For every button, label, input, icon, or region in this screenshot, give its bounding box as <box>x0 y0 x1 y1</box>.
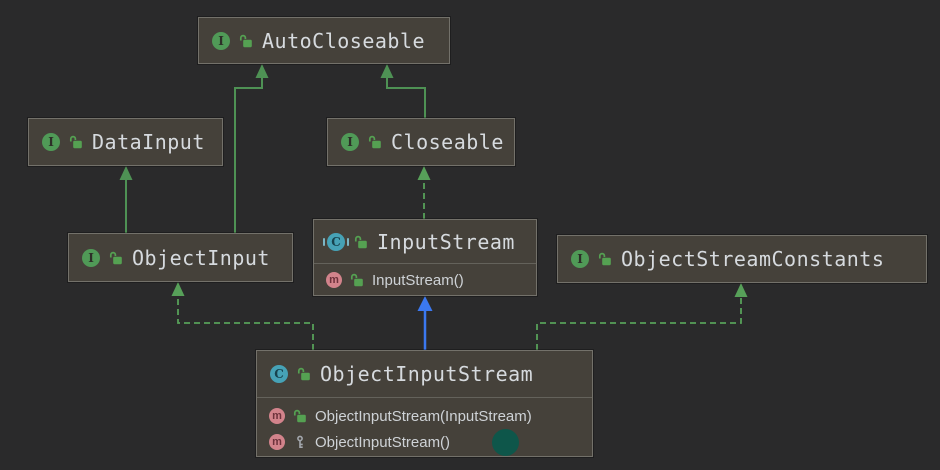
member-label: ObjectInputStream() <box>315 433 451 451</box>
node-title: ObjectInputStream <box>320 362 534 386</box>
class-node-objectstreamconstants[interactable]: I ObjectStreamConstants <box>557 235 927 283</box>
method-icon: m <box>269 408 285 424</box>
node-title: ObjectInput <box>132 245 270 270</box>
node-header: I ObjectInput <box>69 234 292 281</box>
node-header: I Closeable <box>328 119 514 165</box>
edge-objectinput-datainput <box>119 166 133 233</box>
public-visibility-icon <box>354 235 368 249</box>
click-indicator-dot <box>492 429 519 456</box>
edge-objectinputstream-inputstream <box>417 296 433 350</box>
node-header: I DataInput <box>29 119 222 165</box>
node-header: I AutoCloseable <box>199 18 449 63</box>
public-visibility-icon <box>109 251 123 265</box>
edge-closeable-autocloseable <box>380 64 426 118</box>
class-node-datainput[interactable]: I DataInput <box>28 118 223 166</box>
public-visibility-icon <box>297 367 311 381</box>
interface-icon: I <box>341 133 359 151</box>
public-visibility-icon <box>293 409 307 423</box>
public-visibility-icon <box>368 135 382 149</box>
edge-objectinputstream-objectinput <box>171 282 314 350</box>
method-icon: m <box>269 434 285 450</box>
public-visibility-icon <box>69 135 83 149</box>
class-node-objectinputstream[interactable]: C ObjectInputStream m ObjectInputStream(… <box>256 350 593 457</box>
member-row-constructor[interactable]: m InputStream() <box>326 264 536 296</box>
node-title: DataInput <box>92 130 205 154</box>
interface-icon: I <box>42 133 60 151</box>
public-visibility-icon <box>239 34 253 48</box>
node-title: InputStream <box>377 229 515 254</box>
members-section: m InputStream() <box>314 263 536 296</box>
node-header: I ObjectStreamConstants <box>558 236 926 282</box>
public-visibility-icon <box>350 273 364 287</box>
edge-objectinputstream-objectstreamconstants <box>536 283 748 350</box>
members-section: m ObjectInputStream(InputStream) m Objec… <box>257 397 592 459</box>
class-node-autocloseable[interactable]: I AutoCloseable <box>198 17 450 64</box>
class-node-objectinput[interactable]: I ObjectInput <box>68 233 293 282</box>
member-label: ObjectInputStream(InputStream) <box>315 407 532 425</box>
node-title: ObjectStreamConstants <box>621 247 885 271</box>
node-header: C ObjectInputStream <box>257 351 592 397</box>
protected-visibility-key-icon <box>293 435 307 449</box>
public-visibility-icon <box>598 252 612 266</box>
member-row-constructor-noarg[interactable]: m ObjectInputStream() <box>269 429 592 455</box>
member-label: InputStream() <box>372 271 464 289</box>
interface-icon: I <box>571 250 589 268</box>
abstract-class-icon: C <box>323 232 349 251</box>
node-title: Closeable <box>391 130 504 154</box>
class-node-closeable[interactable]: I Closeable <box>327 118 515 166</box>
interface-icon: I <box>212 31 230 50</box>
edge-objectinput-autocloseable <box>234 64 269 233</box>
class-node-inputstream[interactable]: C InputStream m InputStream() <box>313 219 537 296</box>
interface-icon: I <box>82 248 100 267</box>
member-row-constructor-arg[interactable]: m ObjectInputStream(InputStream) <box>269 403 592 429</box>
node-title: AutoCloseable <box>262 28 426 53</box>
edge-inputstream-closeable <box>417 166 431 219</box>
node-header: C InputStream <box>314 220 536 263</box>
class-icon: C <box>270 365 288 383</box>
method-icon: m <box>326 272 342 288</box>
